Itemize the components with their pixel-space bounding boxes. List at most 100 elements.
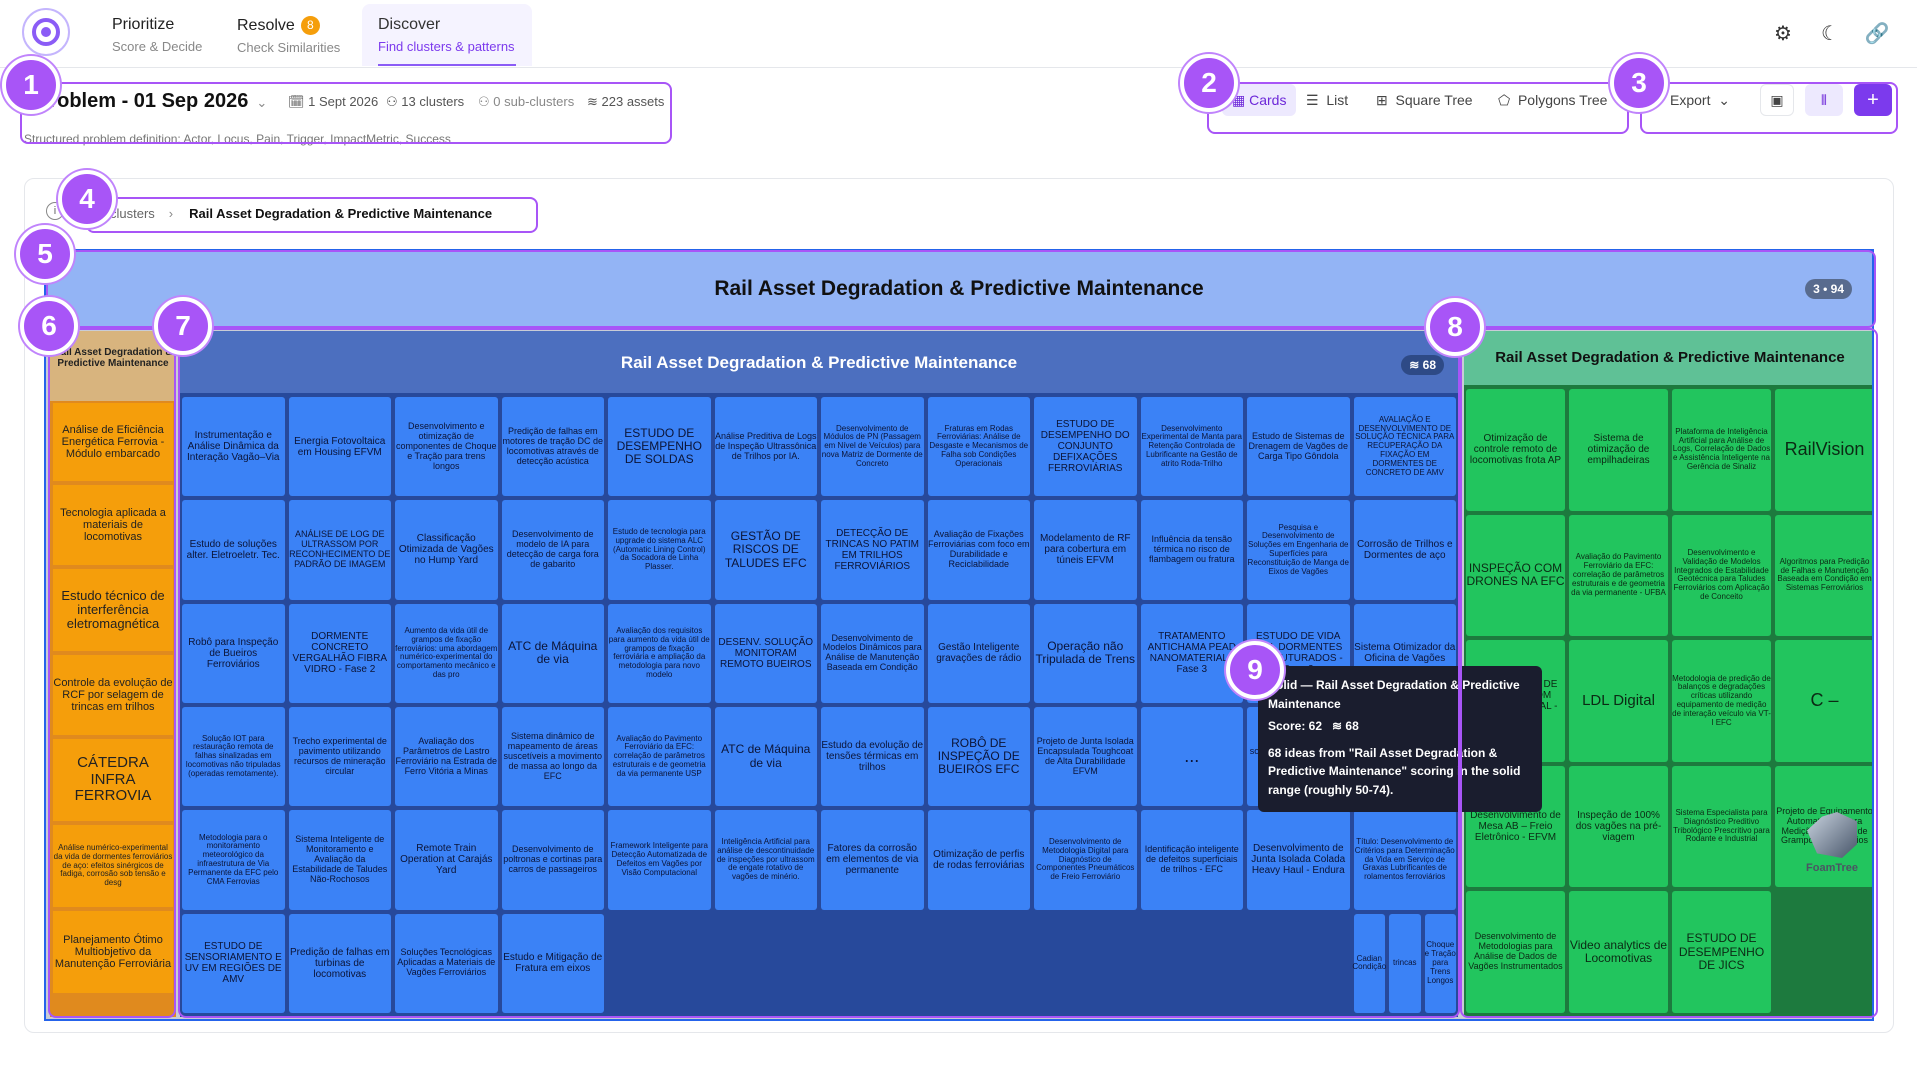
blue-cluster-item[interactable]: Desenvolvimento de poltronas e cortinas … bbox=[501, 810, 604, 910]
blue-cluster-item[interactable]: Título: Desenvolvimento de Critérios par… bbox=[1353, 810, 1456, 910]
green-cluster-item[interactable]: Sistema de otimização de empilhadeiras bbox=[1569, 389, 1668, 511]
blue-cluster-item[interactable]: Cadian Condição bbox=[1352, 913, 1386, 1013]
blue-cluster-item[interactable]: Sistema dinâmico de mapeamento de áreas … bbox=[501, 707, 604, 807]
blue-cluster-item[interactable]: Influência da tensão térmica no risco de… bbox=[1140, 500, 1243, 600]
blue-cluster-item[interactable]: DETECÇÃO DE TRINCAS NO PATIM EM TRILHOS … bbox=[821, 500, 924, 600]
blue-cluster-item[interactable]: Energia Fotovoltaica em Housing EFVM bbox=[288, 397, 391, 497]
blue-cluster-item[interactable]: Desenvolvimento de Módulos de PN (Passag… bbox=[821, 397, 924, 497]
breadcrumb-root[interactable]: clusters bbox=[110, 206, 155, 221]
blue-cluster-item[interactable]: TRATAMENTO ANTICHAMA PEAD NANOMATERIAL -… bbox=[1140, 603, 1243, 703]
blue-cluster-item[interactable]: Avaliação de Fixações Ferroviárias com f… bbox=[927, 500, 1030, 600]
blue-cluster-item[interactable]: ... bbox=[1140, 707, 1243, 807]
green-cluster-item[interactable]: C – bbox=[1775, 640, 1872, 762]
blue-cluster-item[interactable]: Estudo de Sistemas de Drenagem de Vagões… bbox=[1247, 397, 1350, 497]
blue-cluster-item[interactable]: Remote Train Operation at Carajás Yard bbox=[395, 810, 498, 910]
left-cluster-item[interactable]: Controle da evolução de RCF por selagem … bbox=[53, 655, 173, 735]
blue-cluster-item[interactable]: Inteligência Artificial para análise de … bbox=[714, 810, 817, 910]
blue-cluster-item[interactable]: GESTÃO DE RISCOS DE TALUDES EFC bbox=[714, 500, 817, 600]
view-square-tree-button[interactable]: ⊞ Square Tree bbox=[1376, 91, 1473, 109]
blue-cluster-item[interactable]: Estudo de tecnologia para upgrade do sis… bbox=[608, 500, 711, 600]
blue-cluster-item[interactable]: Instrumentação e Análise Dinâmica da Int… bbox=[182, 397, 285, 497]
app-logo-icon[interactable] bbox=[22, 8, 70, 56]
blue-cluster-item[interactable]: Aumento da vida útil de grampos de fixaç… bbox=[395, 603, 498, 703]
blue-cluster-item[interactable]: DESENV. SOLUÇÃO MONITORAM REMOTO BUEIROS bbox=[714, 603, 817, 703]
left-subcluster[interactable]: Rail Asset Degradation & Predictive Main… bbox=[50, 331, 176, 1017]
blue-cluster-item[interactable]: Análise Preditiva de Logs de Inspeção Ul… bbox=[714, 397, 817, 497]
root-cluster-header[interactable]: Rail Asset Degradation & Predictive Main… bbox=[46, 251, 1872, 327]
blue-cluster-item[interactable]: Avaliação dos Parâmetros de Lastro Ferro… bbox=[395, 707, 498, 807]
blue-cluster-item[interactable]: Desenvolvimento de Metodologia Digital p… bbox=[1034, 810, 1137, 910]
blue-cluster-item[interactable]: Classificação Otimizada de Vagões no Hum… bbox=[395, 500, 498, 600]
green-cluster-item[interactable]: ESTUDO DE DESEMPENHO DE JICS bbox=[1672, 891, 1771, 1013]
blue-cluster-item[interactable]: Avaliação do Pavimento Ferroviário da EF… bbox=[608, 707, 711, 807]
blue-cluster-item[interactable]: ANÁLISE DE LOG DE ULTRASSOM POR RECONHEC… bbox=[288, 500, 391, 600]
blue-cluster-item[interactable]: Avaliação dos requisitos para aumento da… bbox=[608, 603, 711, 703]
gear-icon[interactable]: ⚙ bbox=[1774, 22, 1792, 45]
blue-cluster-item[interactable]: Desenvolvimento de modelo de IA para det… bbox=[501, 500, 604, 600]
green-subcluster-header[interactable]: Rail Asset Degradation & Predictive Main… bbox=[1464, 331, 1872, 385]
green-cluster-item[interactable]: Desenvolvimento e Validação de Modelos I… bbox=[1672, 514, 1771, 637]
blue-cluster-item[interactable]: Sistema Inteligente de Monitoramento e A… bbox=[288, 810, 391, 910]
left-cluster-item[interactable]: Análise numérico-experimental da vida de… bbox=[53, 825, 173, 907]
chart-icon[interactable]: ⫴ bbox=[1805, 84, 1843, 116]
green-cluster-item[interactable]: Video analytics de Locomotivas bbox=[1569, 891, 1668, 1013]
green-cluster-item[interactable]: Sistema Especialista para Diagnóstico Pr… bbox=[1672, 765, 1771, 888]
left-cluster-item[interactable]: CÁTEDRA INFRA FERROVIA bbox=[53, 739, 173, 821]
green-cluster-item[interactable]: LDL Digital bbox=[1569, 640, 1668, 762]
blue-cluster-item[interactable]: Framework Inteligente para Detecção Auto… bbox=[608, 810, 711, 910]
blue-cluster-item[interactable]: Metodologia para o monitoramento meteoro… bbox=[182, 810, 285, 910]
blue-cluster-item[interactable]: Identificação inteligente de defeitos su… bbox=[1140, 810, 1243, 910]
blue-cluster-item[interactable]: Estudo de soluções alter. Eletroeletr. T… bbox=[182, 500, 285, 600]
blue-cluster-item[interactable]: Choque e Tração para Trens Longos bbox=[1424, 913, 1456, 1013]
cluster-treemap[interactable]: Rail Asset Degradation & Predictive Main… bbox=[44, 249, 1874, 1021]
blue-cluster-item[interactable]: Desenvolvimento Experimental de Manta pa… bbox=[1140, 397, 1243, 497]
link-icon[interactable]: 🔗 bbox=[1864, 22, 1890, 45]
blue-cluster-item[interactable]: Solução IOT para restauração remota de f… bbox=[182, 707, 285, 807]
image-icon[interactable]: ▣ bbox=[1760, 84, 1794, 116]
blue-cluster-item[interactable]: trincas bbox=[1389, 913, 1421, 1013]
blue-cluster-item[interactable]: Modelamento de RF para cobertura em túne… bbox=[1034, 500, 1137, 600]
blue-cluster-item[interactable]: Projeto de Junta Isolada Encapsulada Tou… bbox=[1034, 707, 1137, 807]
green-cluster-item[interactable]: Avaliação do Pavimento Ferroviário da EF… bbox=[1569, 514, 1668, 637]
blue-cluster-item[interactable]: Estudo e Mitigação de Fratura em eixos bbox=[501, 913, 604, 1013]
left-cluster-item[interactable]: Análise de Eficiência Energética Ferrovi… bbox=[53, 403, 173, 481]
blue-cluster-item[interactable]: ROBÔ DE INSPEÇÃO DE BUEIROS EFC bbox=[927, 707, 1030, 807]
blue-subcluster[interactable]: Rail Asset Degradation & Predictive Main… bbox=[180, 331, 1458, 1017]
blue-cluster-item[interactable]: Fraturas em Rodas Ferroviárias: Análise … bbox=[927, 397, 1030, 497]
green-cluster-item[interactable]: INSPEÇÃO COM DRONES NA EFC bbox=[1466, 514, 1565, 637]
green-cluster-item[interactable]: Otimização de controle remoto de locomot… bbox=[1466, 389, 1565, 511]
moon-icon[interactable]: ☾ bbox=[1821, 22, 1839, 45]
green-cluster-item[interactable]: Algoritmos para Predição de Falhas e Man… bbox=[1775, 514, 1872, 637]
blue-cluster-item[interactable]: Soluções Tecnológicas Aplicadas a Materi… bbox=[395, 913, 498, 1013]
blue-cluster-item[interactable]: Desenvolvimento de Modelos Dinâmicos par… bbox=[821, 603, 924, 703]
blue-subcluster-header[interactable]: Rail Asset Degradation & Predictive Main… bbox=[180, 331, 1458, 393]
view-list-button[interactable]: ☰ List bbox=[1306, 91, 1349, 109]
view-polygons-tree-button[interactable]: ⬠ Polygons Tree bbox=[1498, 91, 1608, 109]
left-cluster-item[interactable]: Planejamento Ótimo Multiobjetivo da Manu… bbox=[53, 911, 173, 993]
green-cluster-item[interactable]: RailVision bbox=[1775, 389, 1872, 511]
left-cluster-item[interactable]: Tecnologia aplicada a materiais de locom… bbox=[53, 485, 173, 565]
blue-cluster-item[interactable]: Robô para Inspeção de Bueiros Ferroviári… bbox=[182, 603, 285, 703]
blue-cluster-item[interactable]: Fatores da corrosão em elementos de via … bbox=[821, 810, 924, 910]
blue-cluster-item[interactable]: Desenvolvimento e otimização de componen… bbox=[395, 397, 498, 497]
blue-cluster-item[interactable]: ATC de Máquina de via bbox=[501, 603, 604, 703]
export-button[interactable]: Export ⌄ bbox=[1670, 91, 1730, 109]
blue-cluster-item[interactable]: AVALIAÇÃO E DESENVOLVIMENTO DE SOLUÇÃO T… bbox=[1353, 397, 1456, 497]
blue-cluster-item[interactable]: DORMENTE CONCRETO VERGALHÃO FIBRA VIDRO … bbox=[288, 603, 391, 703]
green-cluster-item[interactable]: Plataforma de Inteligência Artificial pa… bbox=[1672, 389, 1771, 511]
green-cluster-item[interactable]: Metodologia de predição de balanços e de… bbox=[1672, 640, 1771, 762]
blue-cluster-item[interactable]: Gestão Inteligente gravações de rádio bbox=[927, 603, 1030, 703]
blue-cluster-item[interactable]: Pesquisa e Desenvolvimento de Soluções e… bbox=[1247, 500, 1350, 600]
blue-cluster-item[interactable]: Operação não Tripulada de Trens bbox=[1034, 603, 1137, 703]
blue-cluster-item[interactable]: Predição de falhas em turbinas de locomo… bbox=[288, 913, 391, 1013]
blue-cluster-item[interactable]: Estudo da evolução de tensões térmicas e… bbox=[821, 707, 924, 807]
blue-cluster-item[interactable]: Trecho experimental de pavimento utiliza… bbox=[288, 707, 391, 807]
problem-title[interactable]: Problem - 01 Sep 2026⌄ bbox=[36, 90, 267, 113]
blue-cluster-item[interactable]: ATC de Máquina de via bbox=[714, 707, 817, 807]
blue-cluster-item[interactable]: Otimização de perfis de rodas ferroviári… bbox=[927, 810, 1030, 910]
blue-cluster-item[interactable]: ESTUDO DE DESEMPENHO DE SOLDAS bbox=[608, 397, 711, 497]
blue-cluster-item[interactable]: ESTUDO DE DESEMPENHO DO CONJUNTO DEFIXAÇ… bbox=[1034, 397, 1137, 497]
green-cluster-item[interactable]: Desenvolvimento de Metodologias para Aná… bbox=[1466, 891, 1565, 1013]
tab-discover[interactable]: Discover Find clusters & patterns bbox=[362, 4, 532, 66]
